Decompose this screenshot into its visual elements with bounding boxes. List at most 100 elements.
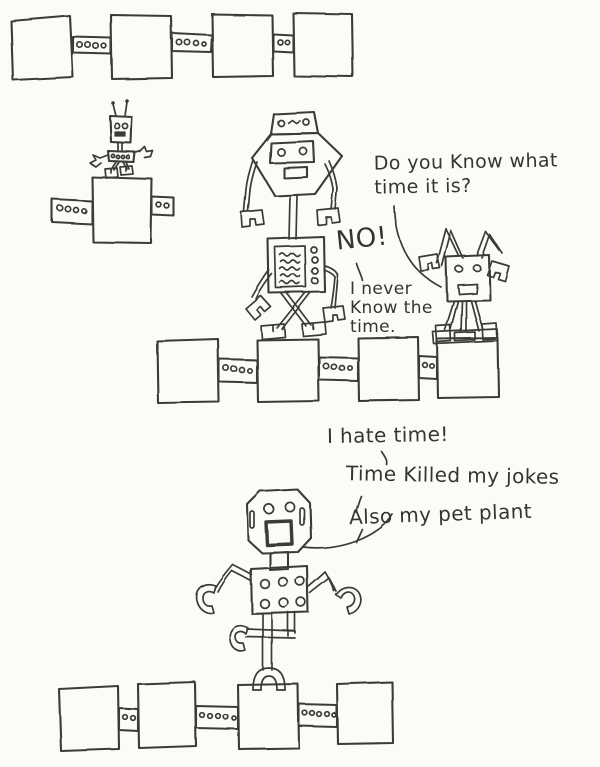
antennae [111, 99, 129, 117]
no-tail [356, 263, 364, 282]
crossbar-arm [228, 611, 296, 652]
rivets [222, 364, 254, 375]
coupler-band [71, 35, 113, 56]
robot-head [108, 114, 134, 145]
box-car [356, 335, 421, 403]
visor-eyes [276, 146, 308, 157]
open-mouth [264, 519, 294, 547]
body-rivets [259, 575, 307, 610]
pincer-hand [195, 583, 217, 615]
question-robot [418, 228, 510, 345]
pincer-hand [245, 295, 272, 321]
robot-body [106, 149, 137, 164]
box-car [90, 175, 154, 245]
pincer-hand [418, 253, 441, 272]
pincer-hand [322, 305, 346, 323]
speech-never: I never Know the time. [350, 280, 433, 337]
robot-feet [260, 321, 327, 340]
train-middle [155, 335, 501, 405]
speech-never-line2: Know the [350, 298, 433, 318]
pincer-hand [316, 207, 341, 226]
speech-never-line1: I never [350, 279, 412, 299]
pincer-hand [139, 146, 154, 159]
question-tail [393, 205, 442, 288]
upper-right-arm [316, 160, 341, 226]
left-arm [195, 564, 253, 615]
train-bottom [57, 680, 395, 753]
chest-box [266, 235, 327, 295]
small-robot [89, 99, 154, 179]
body-rivets [110, 153, 131, 160]
rivets [198, 711, 237, 721]
box-car [57, 684, 121, 753]
robot-feet [104, 165, 134, 179]
robot-head [444, 253, 492, 303]
speech-question-line1: Do you Know what [373, 149, 558, 175]
box-car [210, 12, 275, 79]
raised-left-arm [418, 228, 464, 272]
crossed-legs [276, 291, 312, 330]
speech-no: NO! [334, 221, 389, 257]
rivets [155, 201, 171, 210]
chest-screen [274, 245, 307, 289]
robot-neck [268, 550, 290, 572]
chest-rivets [310, 246, 319, 285]
rivets [121, 713, 137, 722]
box-car [291, 11, 355, 79]
pincer-hand [335, 586, 362, 615]
box-car [9, 14, 75, 82]
pincer-hand [89, 154, 102, 168]
wheel-foot [252, 667, 286, 691]
rivets [56, 204, 88, 215]
screen-static [279, 252, 301, 286]
rivets [322, 362, 354, 372]
box-car [255, 337, 321, 404]
robot-neck [117, 142, 123, 152]
box-car [435, 336, 501, 400]
right-arm [307, 571, 362, 615]
hate-tail [381, 451, 389, 466]
octagon-head [245, 487, 313, 555]
coupler-band [170, 31, 214, 54]
rivets [421, 361, 436, 370]
upper-left-arm [240, 159, 265, 228]
mouth-plate [282, 165, 309, 180]
speech-hate: I hate time! [326, 421, 449, 449]
tall-robot [240, 110, 346, 340]
box-car [236, 682, 301, 751]
robot-legs [444, 300, 484, 333]
pincer-hand [240, 209, 265, 228]
killed-tail [355, 495, 362, 513]
pincer-hand [228, 624, 249, 652]
ink-layer [9, 11, 510, 753]
train-top [9, 11, 355, 82]
coupler-band [150, 195, 176, 218]
rivets [276, 38, 291, 46]
robot-eyes [263, 501, 296, 515]
speech-tails [302, 205, 442, 549]
box-car [335, 680, 395, 746]
robot-eyes [454, 264, 482, 273]
speech-killed: Time Killed my jokes [345, 461, 560, 489]
box-car [136, 680, 198, 750]
neck-pole [288, 195, 298, 240]
robot-mouth [114, 131, 126, 137]
robot-eyes [113, 122, 129, 130]
box-car [155, 337, 221, 405]
speech-question-line2: time it is? [374, 174, 472, 199]
speech-question: Do you Know what time it is? [374, 148, 559, 199]
head-hexagon [250, 131, 344, 198]
pincer-hand [486, 260, 510, 282]
cap-eyes [277, 118, 310, 127]
box-car [109, 13, 174, 81]
rivets [301, 709, 337, 718]
robot-arms [89, 146, 154, 168]
robot-body [249, 564, 310, 616]
leg-pole [262, 613, 273, 671]
robot-mouth [457, 283, 478, 295]
visor-panel [268, 139, 316, 165]
raised-right-arm [476, 231, 510, 282]
lower-right-arm [322, 265, 346, 323]
